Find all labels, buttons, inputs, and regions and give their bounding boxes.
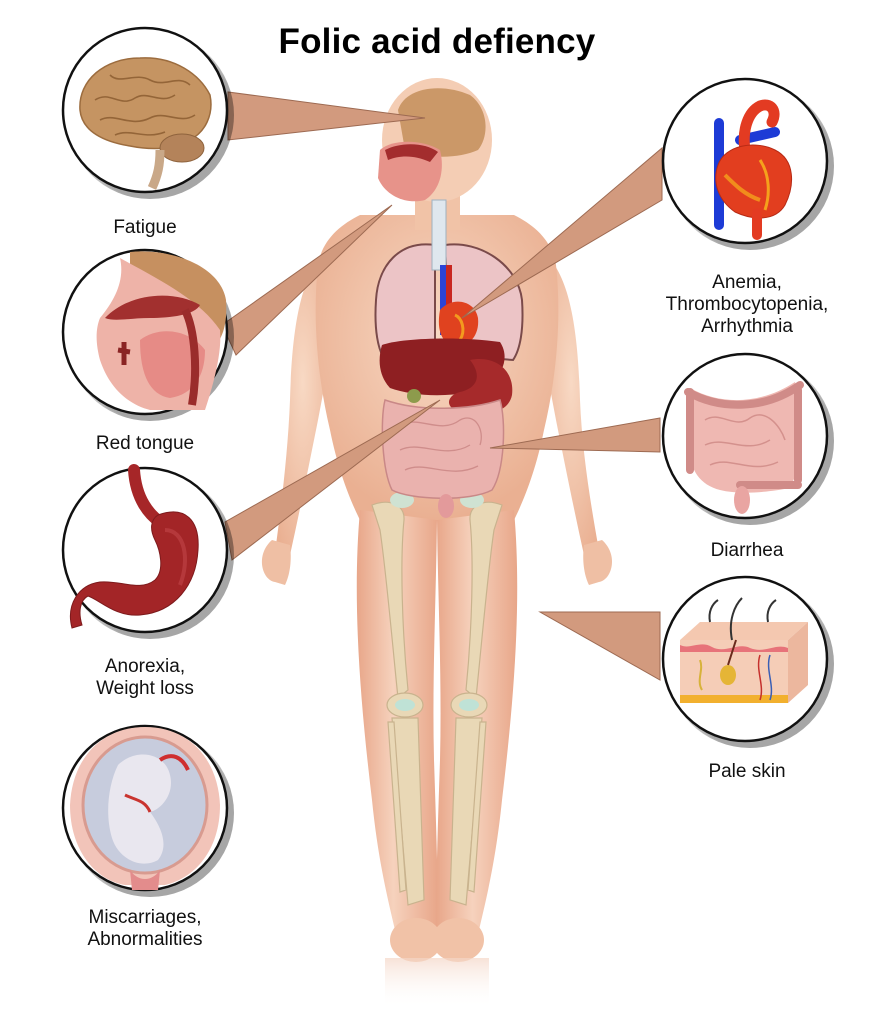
callout-circle-diarrhea — [661, 352, 834, 525]
intestines-icon — [684, 381, 804, 514]
callout-circle-red-tongue — [61, 248, 234, 421]
human-body — [261, 78, 613, 1008]
label-pale-skin: Pale skin — [708, 761, 786, 782]
label-red-tongue: Red tongue — [95, 433, 195, 454]
callout-circle-miscarriages — [61, 724, 234, 897]
callout-circle-pale-skin — [661, 575, 834, 748]
callout-circle-fatigue — [61, 26, 234, 199]
label-anorexia: Anorexia, Weight loss — [96, 656, 194, 699]
label-diarrhea: Diarrhea — [710, 540, 784, 561]
heart-icon — [714, 99, 793, 240]
skin-layers-icon — [680, 597, 808, 703]
callout-circle-anorexia — [61, 464, 234, 639]
pointer-diarrhea — [489, 417, 661, 453]
page-title: Folic acid defiency — [278, 22, 596, 61]
label-fatigue: Fatigue — [113, 217, 177, 238]
stomach-icon — [70, 464, 199, 629]
label-anemia: Anemia, Thrombocytopenia, Arrhythmia — [665, 272, 829, 337]
uterus-fetus-icon — [70, 727, 220, 890]
pointer-pale-skin — [538, 611, 661, 681]
brain-icon — [79, 57, 212, 190]
callout-pointers — [221, 91, 663, 681]
mouth-cross-section-icon — [96, 251, 227, 410]
callout-circle-anemia — [661, 77, 834, 250]
label-miscarriages: Miscarriages, Abnormalities — [87, 907, 203, 950]
pointer-anemia — [461, 146, 663, 319]
